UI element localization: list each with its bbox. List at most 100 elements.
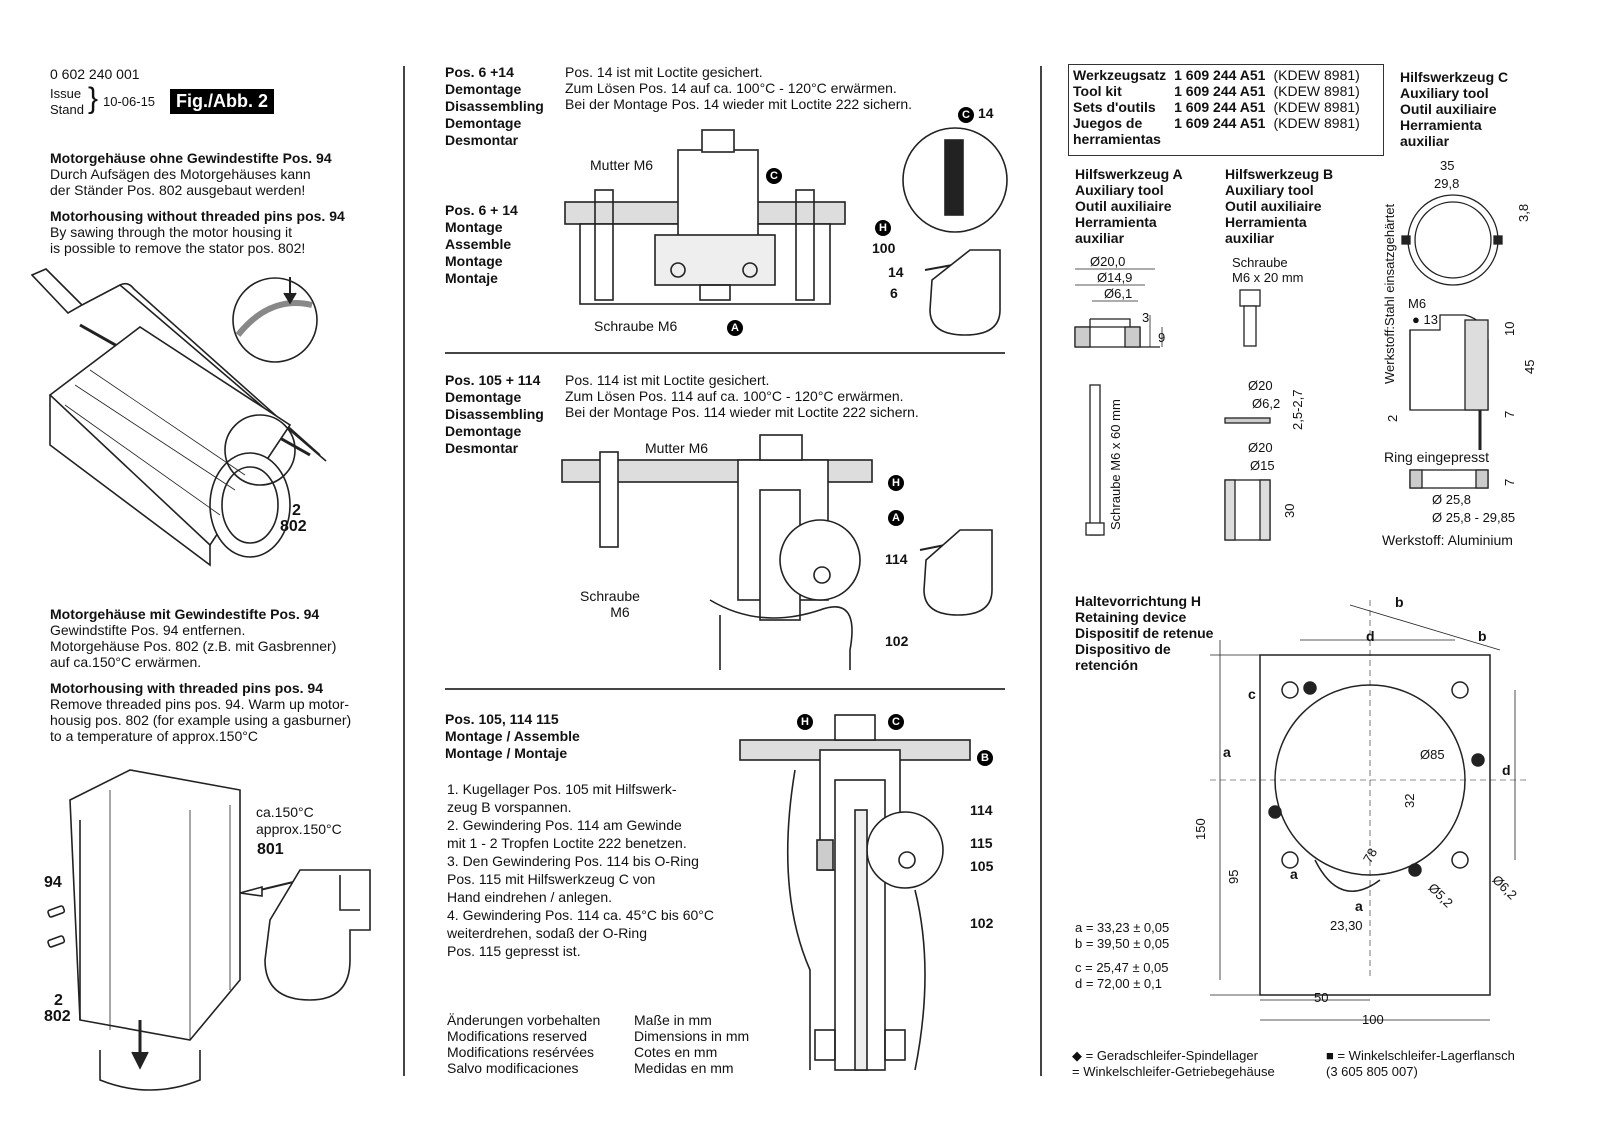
issue-label: Issue (50, 86, 82, 101)
fig1-tool-a-marker: A (727, 318, 743, 336)
fig3-tool-h-marker: H (797, 712, 813, 730)
sec2-text-de-1: Gewindstifte Pos. 94 entfernen. (50, 622, 246, 638)
heat-motorhousing-figure (40, 760, 390, 1100)
sec2-text-en-3: to a temperature of approx.150°C (50, 728, 258, 744)
legend-right: ■ = Winkelschleifer-Lagerflansch (3 605 … (1326, 1048, 1515, 1079)
tool-b-drawing (1220, 255, 1320, 545)
fig-label: Fig./Abb. 2 (170, 89, 274, 114)
fig1-schraube: Schraube M6 (594, 318, 678, 334)
sec2-text-en-1: Remove threaded pins pos. 94. Warm up mo… (50, 696, 350, 712)
holder-value-b: b = 39,50 ± 0,05 (1075, 936, 1170, 951)
tool-c-ring-label: Ring eingepresst (1384, 449, 1490, 465)
fig3-tool-c-marker: C (888, 712, 904, 730)
retaining-device-drawing (1200, 580, 1540, 1040)
tool-c-dim-298: 29,8 (1434, 176, 1460, 191)
holder-dim-95: 95 (1226, 869, 1241, 884)
fig2-label-102: 102 (885, 633, 909, 649)
tool-a-dim-d20: Ø20,0 (1090, 254, 1126, 269)
fig1-detail-14: 14 (978, 105, 994, 121)
fig1-detail-c-marker: C (958, 105, 974, 123)
fig1-label-100: 100 (872, 240, 896, 256)
fig2-temp-de: ca.150°C (256, 804, 314, 820)
fig2-mutter: Mutter M6 (645, 440, 709, 456)
fig3-label-114: 114 (970, 802, 993, 818)
step-2: 2. Gewindering Pos. 114 am Gewinde mit 1… (447, 817, 687, 851)
fig3-label-105: 105 (970, 858, 994, 874)
fig3-label-102: 102 (970, 915, 994, 931)
stand-label: Stand (50, 102, 84, 117)
fig3-tool-b-marker: B (977, 748, 993, 766)
tool-c-dim-35: 35 (1440, 158, 1455, 173)
toolkit-row: herramientas (1073, 131, 1161, 147)
sec1-title-de: Motorgehäuse ohne Gewindestifte Pos. 94 (50, 150, 332, 166)
column-divider-2 (1040, 66, 1042, 1076)
tool-a-dim-d149: Ø14,9 (1097, 270, 1133, 285)
tool-c-drawing (1390, 160, 1540, 530)
tool-c-dim-38: 3,8 (1516, 203, 1531, 222)
tool-c-dim-2: 2 (1385, 414, 1400, 422)
sec1-text-en-2: is possible to remove the stator pos. 80… (50, 240, 306, 256)
s3-steps: 1. Kugellager Pos. 105 mit Hilfswerk- ze… (447, 780, 714, 960)
fig1-label-14: 14 (888, 264, 904, 280)
issue-date: 10-06-15 (103, 94, 156, 109)
holder-dim-d85: Ø85 (1420, 747, 1445, 762)
sec1-title-en: Motorhousing without threaded pins pos. … (50, 208, 345, 224)
tool-b-dim-d62: Ø6,2 (1252, 396, 1281, 411)
tool-a-dim-h3: 3 (1142, 310, 1150, 325)
holder-values: a = 33,23 ± 0,05 b = 39,50 ± 0,05 c = 25… (1075, 920, 1169, 992)
fig2-label-94: 94 (44, 874, 62, 891)
holder-dim-c: c (1248, 686, 1256, 702)
saw-motorhousing-figure (20, 265, 360, 585)
step-3: 3. Den Gewindering Pos. 114 bis O-Ring P… (447, 853, 699, 905)
assembly-figure-1 (560, 120, 1020, 340)
step-4: 4. Gewindering Pos. 114 ca. 45°C bis 60°… (447, 907, 714, 959)
tool-b-dim-d20a: Ø20 (1248, 378, 1273, 393)
tool-c-material: Werkstoff: Aluminium (1382, 532, 1513, 548)
holder-dim-a2: a (1290, 866, 1298, 882)
fig1-tool-c-marker: C (766, 166, 782, 184)
tool-c-material-vertical: Werkstoff:Stahl einsatzgehärtet (1382, 203, 1397, 384)
fig1-label-802: 802 (280, 518, 307, 535)
fig2-label-802: 802 (44, 1008, 71, 1025)
holder-value-a: a = 33,23 ± 0,05 (1075, 920, 1170, 935)
tool-c-dim-m6: M6 (1408, 296, 1427, 311)
doc-number: 0 602 240 001 (50, 66, 140, 82)
fig1-tool-h-marker: H (875, 218, 891, 236)
tool-a-bolt-label: Schraube M6 x 60 mm (1108, 399, 1123, 530)
sec2-text-de-3: auf ca.150°C erwärmen. (50, 654, 202, 670)
holder-dim-a3: a (1355, 898, 1363, 914)
fig2-label-2: 2 (54, 992, 63, 1009)
holder-dim-233: 23,30 (1330, 918, 1363, 933)
column-divider-1 (403, 66, 405, 1076)
tool-b-dim-h30: 30 (1282, 503, 1297, 518)
fig2-tool-a-marker: A (888, 508, 904, 526)
assembly-figure-2 (560, 430, 1020, 675)
holder-dim-32: 32 (1402, 793, 1417, 808)
tool-c-dim-7b: 7 (1502, 478, 1517, 486)
tool-c-dim-d258: Ø 25,8 (1432, 492, 1472, 507)
sec1-text-de-2: der Ständer Pos. 802 ausgebaut werden! (50, 182, 306, 198)
tool-a-drawing (1070, 255, 1180, 545)
sec2-title-en: Motorhousing with threaded pins pos. 94 (50, 680, 324, 696)
holder-value-c: c = 25,47 ± 0,05 (1075, 960, 1169, 975)
s1-text: Pos. 14 ist mit Loctite gesichert.Zum Lö… (565, 64, 913, 112)
sec2-text-en-2: housig pos. 802 (for example using a gas… (50, 712, 352, 728)
fig2-temp-en: approx.150°C (256, 821, 342, 837)
holder-dim-d2: d (1502, 762, 1511, 778)
tool-b-dim-d20b: Ø20 (1248, 440, 1273, 455)
tool-c-dim-d25829: Ø 25,8 - 29,85 (1432, 510, 1516, 525)
brace-icon: } (88, 82, 99, 115)
fig2-label-801: 801 (257, 841, 284, 858)
tool-c-dim-13: ● 13 (1412, 312, 1438, 327)
